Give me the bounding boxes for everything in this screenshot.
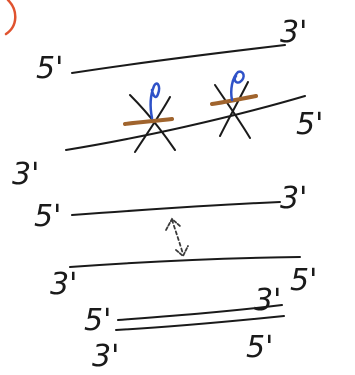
pair-bottom-strand-line bbox=[69, 256, 301, 268]
protein-1-x-right bbox=[134, 96, 171, 153]
protein-2-x-left bbox=[214, 84, 251, 139]
protein-1-loop bbox=[149, 82, 161, 120]
pair-top-strand-line bbox=[71, 201, 281, 216]
pair-bottom-left-label: 3' bbox=[50, 267, 77, 302]
dotted-arrow-head-top bbox=[165, 217, 181, 231]
small-top-left-label: 5' bbox=[84, 303, 111, 338]
middle-strand-left-label: 3' bbox=[12, 157, 39, 192]
middle-strand-right-label: 5' bbox=[296, 107, 323, 142]
protein-complex-1 bbox=[123, 82, 176, 153]
top-strand-right-label: 3' bbox=[280, 15, 307, 50]
small-duplex-bottom-line bbox=[115, 315, 285, 331]
top-strand-left-label: 5' bbox=[36, 51, 63, 86]
dotted-double-arrow bbox=[165, 217, 189, 258]
pair-top-right-label: 3' bbox=[280, 181, 307, 216]
protein-2-bar bbox=[210, 94, 258, 106]
small-bottom-right-label: 5' bbox=[246, 330, 273, 365]
protein-complex-2 bbox=[210, 70, 258, 139]
middle-strand-line bbox=[65, 95, 306, 151]
dotted-arrow-head-bottom bbox=[175, 245, 189, 258]
dotted-arrow-shaft bbox=[171, 219, 184, 255]
protein-2-x-right bbox=[219, 81, 249, 137]
pair-top-left-label: 5' bbox=[34, 199, 61, 234]
pair-bottom-right-label: 5' bbox=[290, 263, 317, 298]
small-bottom-left-label: 3' bbox=[92, 339, 119, 374]
protein-2-loop bbox=[230, 70, 245, 102]
small-duplex-top-line bbox=[117, 304, 283, 321]
small-top-right-label: 3' bbox=[254, 283, 281, 318]
top-strand-line bbox=[71, 44, 286, 74]
corner-mark bbox=[4, 0, 17, 36]
protein-1-bar bbox=[123, 117, 174, 126]
